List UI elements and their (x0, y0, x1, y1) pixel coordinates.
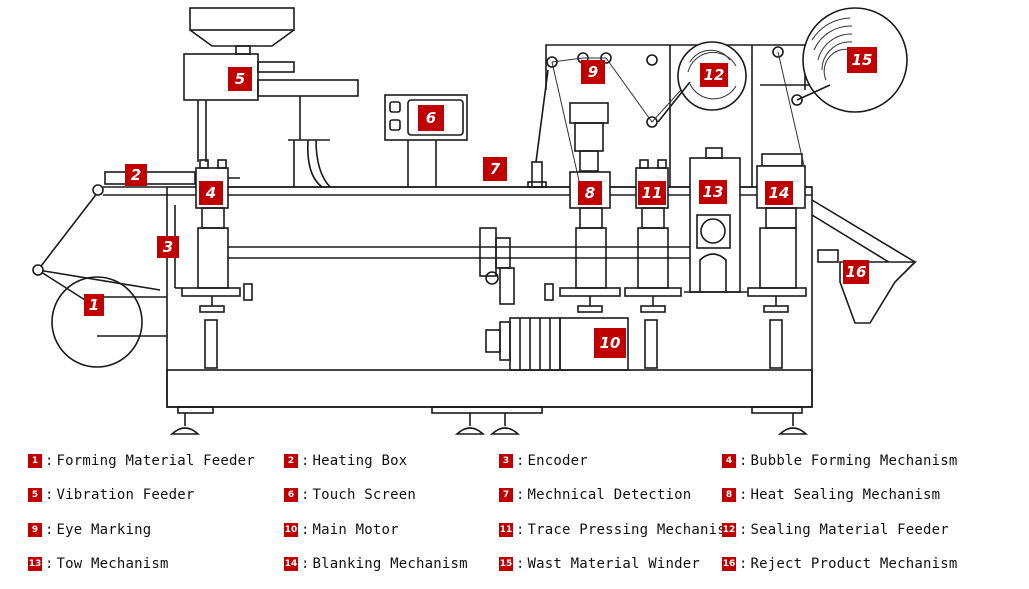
legend-badge: 5 (28, 488, 42, 502)
legend-badge: 8 (722, 488, 736, 502)
marker-13: 13 (699, 180, 727, 204)
legend-badge: 9 (28, 523, 42, 537)
legend-item-7: 7:Mechnical Detection (499, 485, 691, 505)
component-legend: 1:Forming Material Feeder 2:Heating Box … (0, 445, 1029, 585)
legend-label: Encoder (527, 453, 588, 469)
svg-text:8: 8 (585, 184, 595, 202)
legend-label: Sealing Material Feeder (750, 522, 949, 538)
legend-item-3: 3:Encoder (499, 451, 588, 471)
legend-item-13: 13:Tow Mechanism (28, 556, 169, 572)
svg-text:1: 1 (89, 296, 99, 314)
legend-label: Reject Product Mechanism (750, 556, 958, 572)
svg-text:10: 10 (600, 334, 621, 352)
machine-diagram: 1 2 3 4 5 6 7 8 9 10 11 12 13 14 15 16 (32, 7, 917, 435)
legend-label: Blanking Mechanism (312, 556, 468, 572)
legend-badge: 10 (284, 523, 298, 537)
marker-2: 2 (125, 164, 147, 186)
legend-badge: 13 (28, 557, 42, 571)
svg-text:15: 15 (852, 51, 873, 69)
legend-badge: 2 (284, 454, 298, 468)
marker-5: 5 (228, 67, 252, 91)
marker-6: 6 (418, 105, 444, 131)
eye-marking-rollers (546, 52, 691, 186)
legend-badge: 3 (499, 454, 513, 468)
legend-item-16: 16:Reject Product Mechanism (722, 556, 958, 572)
legend-item-14: 14:Blanking Mechanism (284, 556, 468, 572)
legend-badge: 6 (284, 488, 298, 502)
mechanical-detection (527, 69, 549, 188)
marker-3: 3 (157, 236, 179, 258)
marker-7: 7 (483, 157, 507, 181)
svg-text:16: 16 (846, 263, 867, 281)
legend-label: Wast Material Winder (527, 556, 701, 572)
legend-label: Main Motor (312, 522, 399, 538)
legend-badge: 12 (722, 523, 736, 537)
svg-text:13: 13 (703, 183, 724, 201)
marker-14: 14 (765, 181, 793, 205)
legend-label: Trace Pressing Mechanism (527, 522, 735, 538)
forming-material-feeder (32, 184, 167, 368)
legend-badge: 16 (722, 557, 736, 571)
waste-material-winder (772, 7, 908, 171)
svg-text:6: 6 (426, 109, 436, 127)
encoder-shaft (174, 205, 690, 305)
marker-15: 15 (847, 47, 877, 73)
legend-badge: 15 (499, 557, 513, 571)
legend-label: Mechnical Detection (527, 487, 692, 503)
legend-badge: 11 (499, 523, 513, 537)
legend-label: Vibration Feeder (56, 487, 195, 503)
marker-12: 12 (700, 63, 728, 87)
svg-text:9: 9 (588, 63, 598, 81)
marker-4: 4 (199, 181, 223, 205)
legend-label: Touch Screen (312, 487, 416, 503)
legend-label: Heat Sealing Mechanism (750, 487, 941, 503)
main-motor (485, 317, 629, 371)
legend-badge: 14 (284, 557, 298, 571)
legend-item-1: 1:Forming Material Feeder (28, 451, 255, 471)
legend-item-2: 2:Heating Box (284, 451, 407, 471)
legend-label: Forming Material Feeder (56, 453, 255, 469)
legend-item-6: 6:Touch Screen (284, 485, 416, 505)
legend-item-11: 11:Trace Pressing Mechanism (499, 522, 735, 538)
legend-badge: 4 (722, 454, 736, 468)
svg-text:2: 2 (131, 166, 141, 184)
legend-item-8: 8:Heat Sealing Mechanism (722, 485, 940, 505)
svg-text:4: 4 (205, 184, 216, 202)
svg-text:14: 14 (769, 184, 790, 202)
legend-label: Bubble Forming Mechanism (750, 453, 958, 469)
marker-1: 1 (84, 294, 104, 316)
legend-item-10: 10:Main Motor (284, 522, 399, 538)
svg-text:12: 12 (704, 66, 725, 84)
marker-16: 16 (843, 260, 869, 284)
marker-9: 9 (581, 60, 605, 84)
legend-label: Eye Marking (56, 522, 152, 538)
legend-item-9: 9:Eye Marking (28, 520, 151, 540)
touch-screen (384, 94, 468, 187)
svg-text:11: 11 (642, 184, 663, 202)
svg-text:5: 5 (235, 70, 245, 88)
svg-text:7: 7 (490, 160, 501, 178)
legend-label: Tow Mechanism (56, 556, 169, 572)
legend-item-12: 12:Sealing Material Feeder (722, 522, 949, 538)
marker-8: 8 (578, 181, 602, 205)
component-markers: 1 2 3 4 5 6 7 8 9 10 11 12 13 14 15 16 (84, 47, 877, 358)
legend-item-5: 5:Vibration Feeder (28, 485, 195, 505)
marker-11: 11 (638, 181, 666, 205)
legend-badge: 1 (28, 454, 42, 468)
legend-label: Heating Box (312, 453, 408, 469)
marker-10: 10 (594, 328, 626, 358)
legend-item-15: 15:Wast Material Winder (499, 556, 701, 572)
vibration-feeder (183, 7, 359, 188)
svg-text:3: 3 (163, 238, 173, 256)
tow-mechanism (684, 147, 748, 293)
legend-item-4: 4:Bubble Forming Mechanism (722, 451, 958, 471)
legend-badge: 7 (499, 488, 513, 502)
